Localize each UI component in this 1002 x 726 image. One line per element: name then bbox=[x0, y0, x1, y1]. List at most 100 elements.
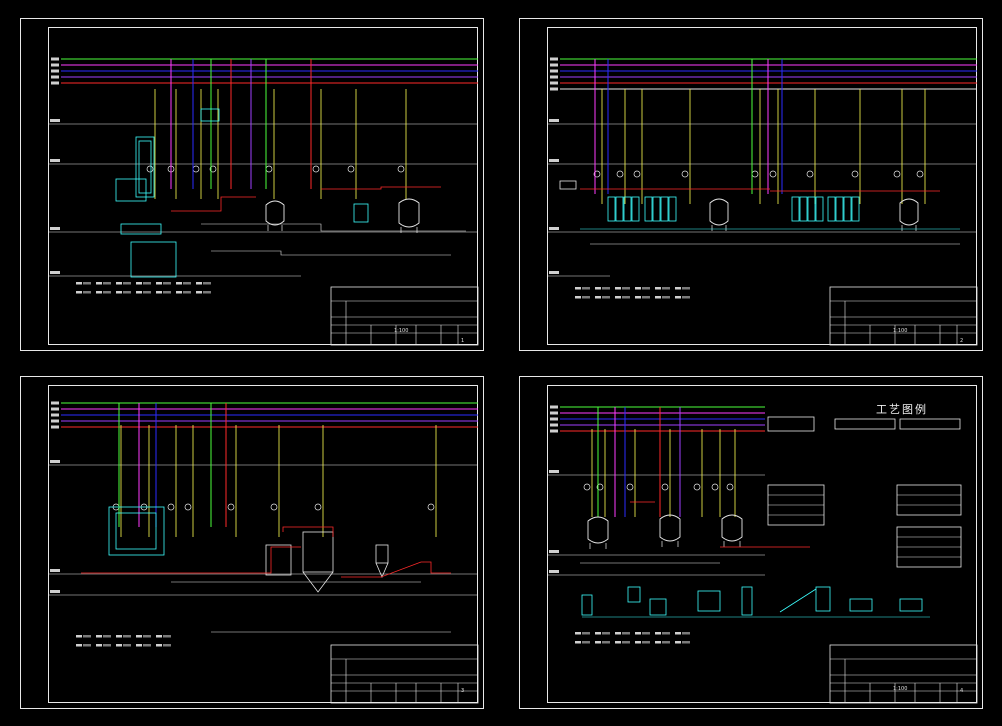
utility-label-mark bbox=[550, 57, 558, 61]
filter-element bbox=[652, 196, 661, 222]
note-text-mark bbox=[103, 291, 111, 294]
floor-level-label bbox=[549, 227, 559, 230]
sheet-4-scale: 1:100 bbox=[893, 686, 908, 692]
note-text-mark bbox=[662, 296, 670, 299]
note-text-mark bbox=[682, 287, 690, 290]
note-mark bbox=[116, 282, 122, 285]
pipe-run bbox=[779, 588, 817, 613]
utility-label-mark bbox=[550, 411, 558, 415]
instrument-bubble bbox=[851, 170, 859, 178]
pipe-run bbox=[341, 561, 451, 578]
note-mark bbox=[615, 641, 621, 644]
line-equipment bbox=[815, 586, 831, 612]
note-mark bbox=[116, 291, 122, 294]
instrument-bubble bbox=[314, 503, 322, 511]
utility-label-mark bbox=[550, 417, 558, 421]
note-text-mark bbox=[602, 296, 610, 299]
utility-label-mark bbox=[550, 87, 558, 91]
utility-label-mark bbox=[51, 425, 59, 429]
pipe-run bbox=[201, 223, 466, 232]
utility-label-mark bbox=[51, 419, 59, 423]
utility-label-mark bbox=[550, 75, 558, 79]
line-equipment bbox=[649, 598, 667, 616]
instrument-bubble bbox=[726, 483, 734, 491]
evaporator-internal bbox=[115, 512, 157, 550]
utility-label-mark bbox=[550, 69, 558, 73]
sheet-4-frame bbox=[547, 385, 977, 703]
utility-label-mark bbox=[51, 63, 59, 67]
note-text-mark bbox=[103, 644, 111, 647]
note-text-mark bbox=[83, 282, 91, 285]
note-text-mark bbox=[83, 635, 91, 638]
utility-label-mark bbox=[51, 69, 59, 73]
drawing-sheet-1: 1:100 1 bbox=[20, 18, 484, 351]
filter-element bbox=[791, 196, 800, 222]
note-mark bbox=[96, 644, 102, 647]
instrument-bubble bbox=[209, 165, 217, 173]
note-mark bbox=[575, 641, 581, 644]
note-text-mark bbox=[662, 641, 670, 644]
utility-label-mark bbox=[51, 413, 59, 417]
note-text-mark bbox=[163, 291, 171, 294]
floor-level-label bbox=[549, 159, 559, 162]
note-text-mark bbox=[103, 635, 111, 638]
note-text-mark bbox=[662, 287, 670, 290]
note-mark bbox=[116, 635, 122, 638]
note-text-mark bbox=[203, 282, 211, 285]
note-mark bbox=[635, 641, 641, 644]
tank-vessel bbox=[721, 514, 743, 542]
filter-element bbox=[851, 196, 860, 222]
reactor-internal bbox=[138, 140, 152, 194]
note-mark bbox=[136, 635, 142, 638]
note-text-mark bbox=[163, 635, 171, 638]
note-mark bbox=[76, 291, 82, 294]
line-equipment bbox=[697, 590, 721, 612]
line-equipment bbox=[849, 598, 873, 612]
tank-vessel bbox=[899, 198, 919, 226]
filter-element bbox=[835, 196, 844, 222]
filter-element bbox=[660, 196, 669, 222]
instrument-bubble bbox=[347, 165, 355, 173]
instrument-bubble bbox=[427, 503, 435, 511]
note-mark bbox=[76, 644, 82, 647]
note-mark bbox=[575, 632, 581, 635]
note-mark bbox=[655, 296, 661, 299]
note-text-mark bbox=[103, 282, 111, 285]
utility-label-mark bbox=[550, 423, 558, 427]
tank-vessel bbox=[659, 514, 681, 542]
filter-element bbox=[843, 196, 852, 222]
process-flow-diagram-2 bbox=[547, 57, 978, 346]
instrument-bubble bbox=[184, 503, 192, 511]
filter-element bbox=[827, 196, 836, 222]
pipe-run bbox=[201, 546, 301, 574]
note-text-mark bbox=[123, 644, 131, 647]
note-mark bbox=[96, 282, 102, 285]
note-text-mark bbox=[582, 287, 590, 290]
drawing-sheet-2: 1:100 2 bbox=[519, 18, 983, 351]
filter-element bbox=[631, 196, 640, 222]
note-mark bbox=[655, 641, 661, 644]
note-text-mark bbox=[123, 291, 131, 294]
utility-label-mark bbox=[51, 57, 59, 61]
note-mark bbox=[595, 287, 601, 290]
note-mark bbox=[635, 296, 641, 299]
process-flow-diagram-3 bbox=[48, 401, 479, 704]
note-mark bbox=[176, 282, 182, 285]
note-mark bbox=[156, 644, 162, 647]
floor-level-label bbox=[549, 470, 559, 473]
reactor-column bbox=[135, 136, 155, 198]
note-text-mark bbox=[163, 644, 171, 647]
note-mark bbox=[675, 287, 681, 290]
sheet-2-frame bbox=[547, 27, 977, 345]
legend-equipment-box bbox=[834, 418, 896, 430]
instrument-bubble bbox=[893, 170, 901, 178]
instrument-bubble bbox=[806, 170, 814, 178]
note-text-mark bbox=[143, 291, 151, 294]
filter-element bbox=[607, 196, 616, 222]
floor-level-label bbox=[549, 570, 559, 573]
utility-label-mark bbox=[550, 405, 558, 409]
note-text-mark bbox=[622, 632, 630, 635]
floor-level-label bbox=[50, 590, 60, 593]
note-mark bbox=[655, 287, 661, 290]
floor-level-label bbox=[50, 271, 60, 274]
